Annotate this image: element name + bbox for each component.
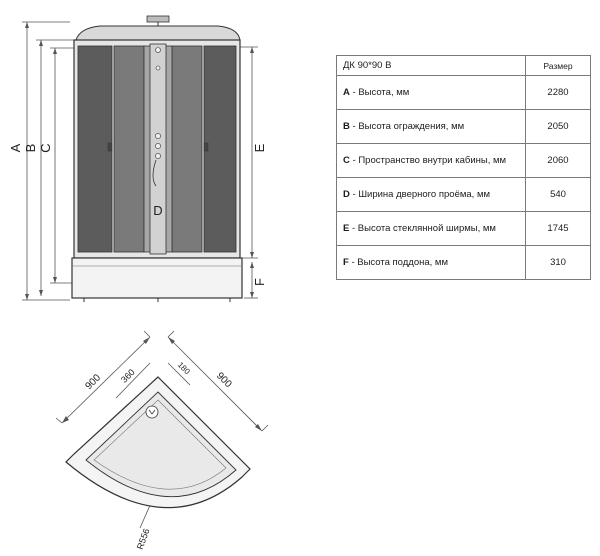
dim-label-d: D: [153, 203, 162, 218]
front-view-drawing: A B C D E F: [8, 15, 267, 302]
plan-dim-inner-right: 180: [176, 360, 192, 376]
spec-table: ДК 90*90 В Размер A - Высота, мм 2280 B …: [336, 55, 591, 280]
table-header-row: ДК 90*90 В Размер: [336, 55, 591, 76]
param-letter: F: [343, 257, 349, 268]
param-value: 2060: [525, 143, 591, 178]
param-letter: D: [343, 189, 350, 200]
dim-label-e: E: [252, 143, 267, 152]
param-value: 2280: [525, 75, 591, 110]
shower-tray-plan: [65, 376, 251, 509]
plan-dim-inner-left: 360: [119, 367, 137, 385]
dim-label-b: B: [23, 144, 38, 153]
param-letter: B: [343, 121, 350, 132]
param-value: 540: [525, 177, 591, 212]
plan-dim-left: 900: [83, 372, 103, 392]
table-row: A - Высота, мм 2280: [336, 75, 591, 110]
param-label: Высота поддона, мм: [357, 257, 448, 268]
param-letter: C: [343, 155, 350, 166]
param-label: Пространство внутри кабины, мм: [358, 155, 507, 166]
table-row: B - Высота ограждения, мм 2050: [336, 109, 591, 144]
table-row: E - Высота стеклянной ширмы, мм 1745: [336, 211, 591, 246]
dim-label-f: F: [252, 278, 267, 286]
plan-view-drawing: 900 360 180 900 R556: [55, 330, 269, 551]
drain-icon: [145, 405, 159, 419]
param-letter: E: [343, 223, 350, 234]
param-label: Ширина дверного проёма, мм: [358, 189, 491, 200]
param-value: 310: [525, 245, 591, 280]
dim-label-a: A: [8, 143, 23, 152]
table-header-model: ДК 90*90 В: [336, 55, 526, 76]
shower-cabin-front: [71, 15, 243, 302]
param-label: Высота, мм: [358, 87, 410, 98]
table-row: D - Ширина дверного проёма, мм 540: [336, 177, 591, 212]
table-row: C - Пространство внутри кабины, мм 2060: [336, 143, 591, 178]
param-value: 1745: [525, 211, 591, 246]
plan-dim-right: 900: [214, 370, 234, 390]
param-value: 2050: [525, 109, 591, 144]
param-label: Высота стеклянной ширмы, мм: [357, 223, 496, 234]
param-label: Высота ограждения, мм: [358, 121, 465, 132]
param-letter: A: [343, 87, 350, 98]
dim-label-c: C: [38, 143, 53, 152]
table-header-value: Размер: [525, 55, 591, 76]
plan-dim-radius: R556: [135, 527, 152, 551]
table-row: F - Высота поддона, мм 310: [336, 245, 591, 280]
plan-dimension-lines: [55, 330, 269, 529]
